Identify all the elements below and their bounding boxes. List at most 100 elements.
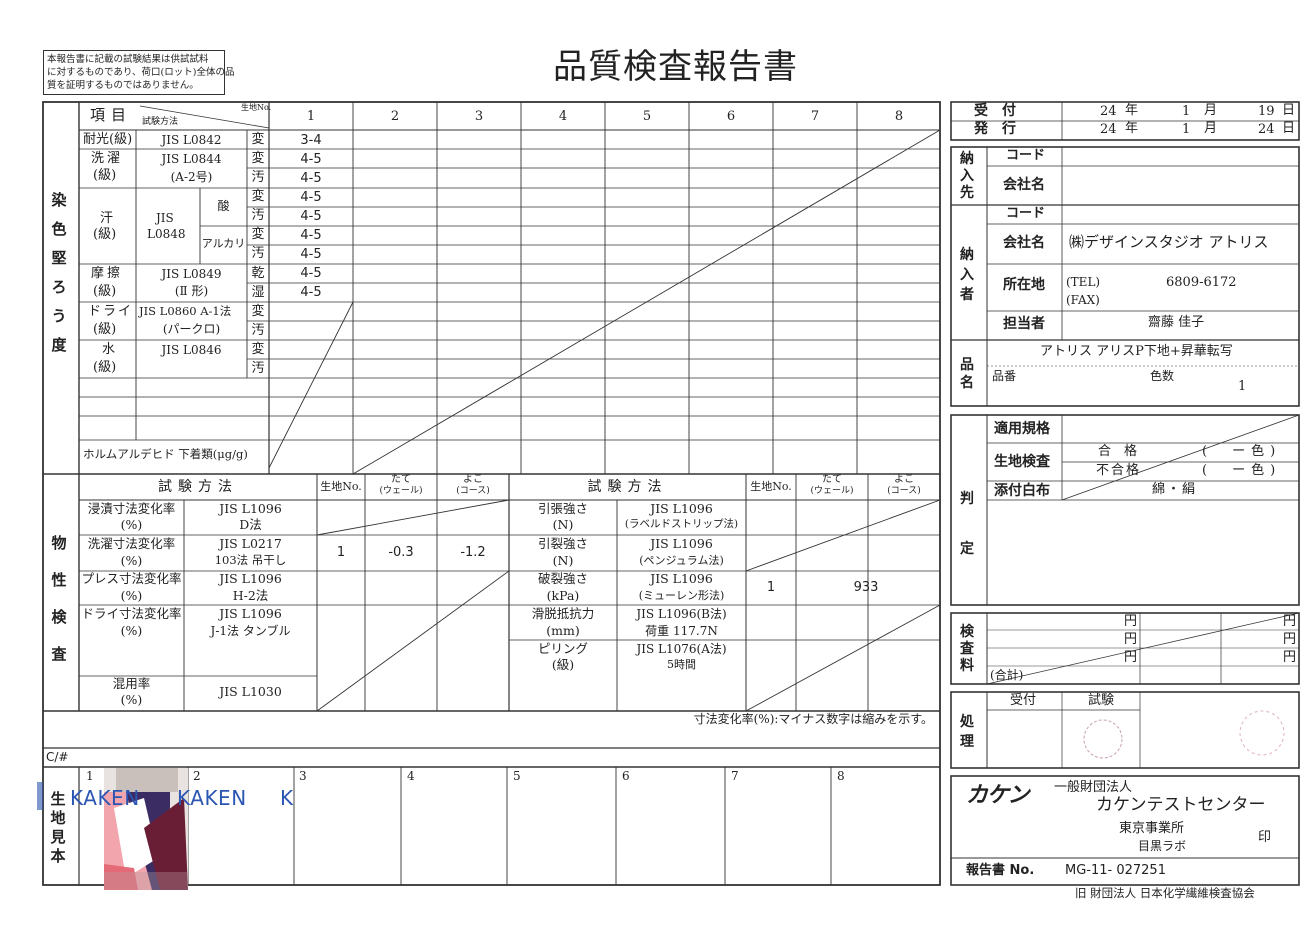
row-kind: 汚	[251, 361, 265, 376]
product-name: アトリス アリスP下地+昇華転写	[1040, 344, 1233, 359]
swatch-col: 1	[86, 769, 94, 783]
row-value: 4-5	[300, 228, 322, 243]
row-kind: 汚	[251, 323, 265, 338]
fee-total-label: (合計)	[990, 668, 1024, 682]
row-method: (A-2号)	[170, 170, 213, 184]
delivery-company-label: 会社名	[1003, 177, 1045, 193]
row-method2: (ラベルドストリップ法)	[624, 518, 739, 530]
row-base-no: 1	[766, 580, 776, 595]
column-header: 7	[810, 109, 820, 124]
column-header: 1	[306, 109, 316, 124]
row-method: JIS L1096	[219, 606, 282, 621]
client-address-label: 所在地	[1003, 277, 1045, 293]
row-method: JIS L1096	[650, 501, 713, 516]
item-header: 項目	[90, 106, 133, 124]
row-unit: (N)	[552, 517, 574, 532]
client-label: 納入者	[960, 247, 974, 303]
former-name: 旧 財団法人 日本化学繊維検査協会	[1075, 886, 1255, 900]
row-value: 4-5	[300, 190, 322, 205]
row-item: (級)	[93, 360, 117, 375]
attached-label: 添付白布	[994, 483, 1050, 499]
yen-mark: 円	[1124, 650, 1138, 665]
row-unit: (%)	[120, 692, 143, 707]
row-kind: 乾	[251, 266, 265, 281]
physical-section-label: 物性検査	[51, 534, 67, 663]
row-item: 洗濯寸法変化率	[87, 536, 176, 551]
left-method-header: 試験方法	[158, 479, 238, 495]
row-item: 滑脱抵抗力	[531, 606, 595, 621]
left-warp-header: たて	[391, 474, 411, 485]
row-item: (級)	[93, 322, 117, 337]
processing-received-label: 受付	[1010, 693, 1037, 708]
row-item: (級)	[93, 227, 117, 242]
tape-edge	[37, 782, 43, 810]
yen-mark: 円	[1283, 650, 1297, 665]
processing-test-label: 試験	[1088, 693, 1115, 708]
right-base-no-header: 生地No.	[750, 480, 792, 493]
year-unit: 年	[1125, 121, 1139, 136]
tape-text: KAKEN	[70, 786, 140, 810]
swatch-col: 6	[622, 769, 630, 783]
row-kind: 汚	[251, 170, 265, 185]
client-tel: 6809-6172	[1166, 275, 1237, 290]
row-unit: (mm)	[546, 623, 580, 638]
row-item: プレス寸法変化率	[81, 571, 182, 586]
org-type: 一般財団法人	[1054, 780, 1133, 795]
row-method2: J-1法 タンブル	[210, 624, 291, 638]
row-item: 破裂強さ	[537, 571, 588, 586]
row-kind: 変	[251, 227, 265, 242]
column-header: 5	[642, 109, 652, 124]
issued-label: 発 行	[974, 121, 1016, 137]
received-month: 1	[1182, 104, 1191, 119]
right-weft-header: よこ	[894, 474, 914, 485]
delivery-code-label: コード	[1006, 148, 1046, 163]
row-method2: 103法 吊干し	[214, 553, 287, 567]
tape-text: KAKEN	[177, 786, 247, 810]
left-weft-header: よこ	[463, 474, 483, 485]
report-no: MG-11- 027251	[1065, 863, 1166, 878]
yen-mark: 円	[1124, 632, 1138, 647]
formaldehyde-label: ホルムアルデヒド 下着類(μg/g)	[83, 447, 248, 461]
dimension-note: 寸法変化率(%):マイナス数字は縮みを示す。	[693, 712, 933, 726]
right-method-header: 試験方法	[587, 479, 668, 495]
row-item: 引裂強さ	[537, 536, 588, 551]
month-unit: 月	[1204, 121, 1218, 136]
row-method: JIS L1096	[219, 571, 282, 586]
product-label: 品名	[960, 357, 974, 391]
year-unit: 年	[1125, 103, 1139, 118]
day-unit: 日	[1282, 121, 1296, 136]
column-header: 8	[894, 109, 904, 124]
disclaimer-line: 質を証明するものではありません。	[47, 80, 199, 91]
row-unit: (%)	[120, 517, 143, 532]
row-method: JIS L1096	[650, 536, 713, 551]
product-number-label: 品番	[992, 369, 1017, 383]
row-method: JIS L0844	[161, 152, 222, 166]
row-method: JIS L1076(A法)	[636, 642, 727, 656]
processing-label: 処理	[960, 714, 974, 750]
row-value: 3-4	[300, 133, 322, 148]
fail-label: 不合格	[1096, 463, 1142, 478]
row-item: ドライ寸法変化率	[81, 606, 182, 621]
yen-mark: 円	[1283, 614, 1297, 629]
attached-value: 綿・絹	[1152, 482, 1198, 497]
right-warp-sub-header: (ウェール)	[810, 486, 854, 496]
issued-month: 1	[1182, 122, 1191, 137]
row-method: JIS L0846	[161, 343, 222, 357]
received-day: 19	[1258, 104, 1275, 119]
received-year: 24	[1100, 104, 1117, 119]
client-company-label: 会社名	[1003, 235, 1045, 251]
row-sub: アルカリ	[201, 237, 246, 250]
tape-text: K	[280, 786, 294, 810]
column-header: 2	[390, 109, 400, 124]
inspection-label: 生地検査	[994, 454, 1050, 470]
org-name: カケンテストセンター	[1096, 795, 1266, 815]
row-value: 4-5	[300, 209, 322, 224]
row-item: (級)	[93, 284, 117, 299]
row-item: 水	[102, 342, 116, 357]
row-method: (Ⅱ 形)	[174, 284, 209, 298]
row-kind: 変	[251, 304, 265, 319]
row-value: 4-5	[300, 171, 322, 186]
client-code-label: コード	[1006, 206, 1046, 221]
row-method: JIS L1096	[650, 571, 713, 586]
